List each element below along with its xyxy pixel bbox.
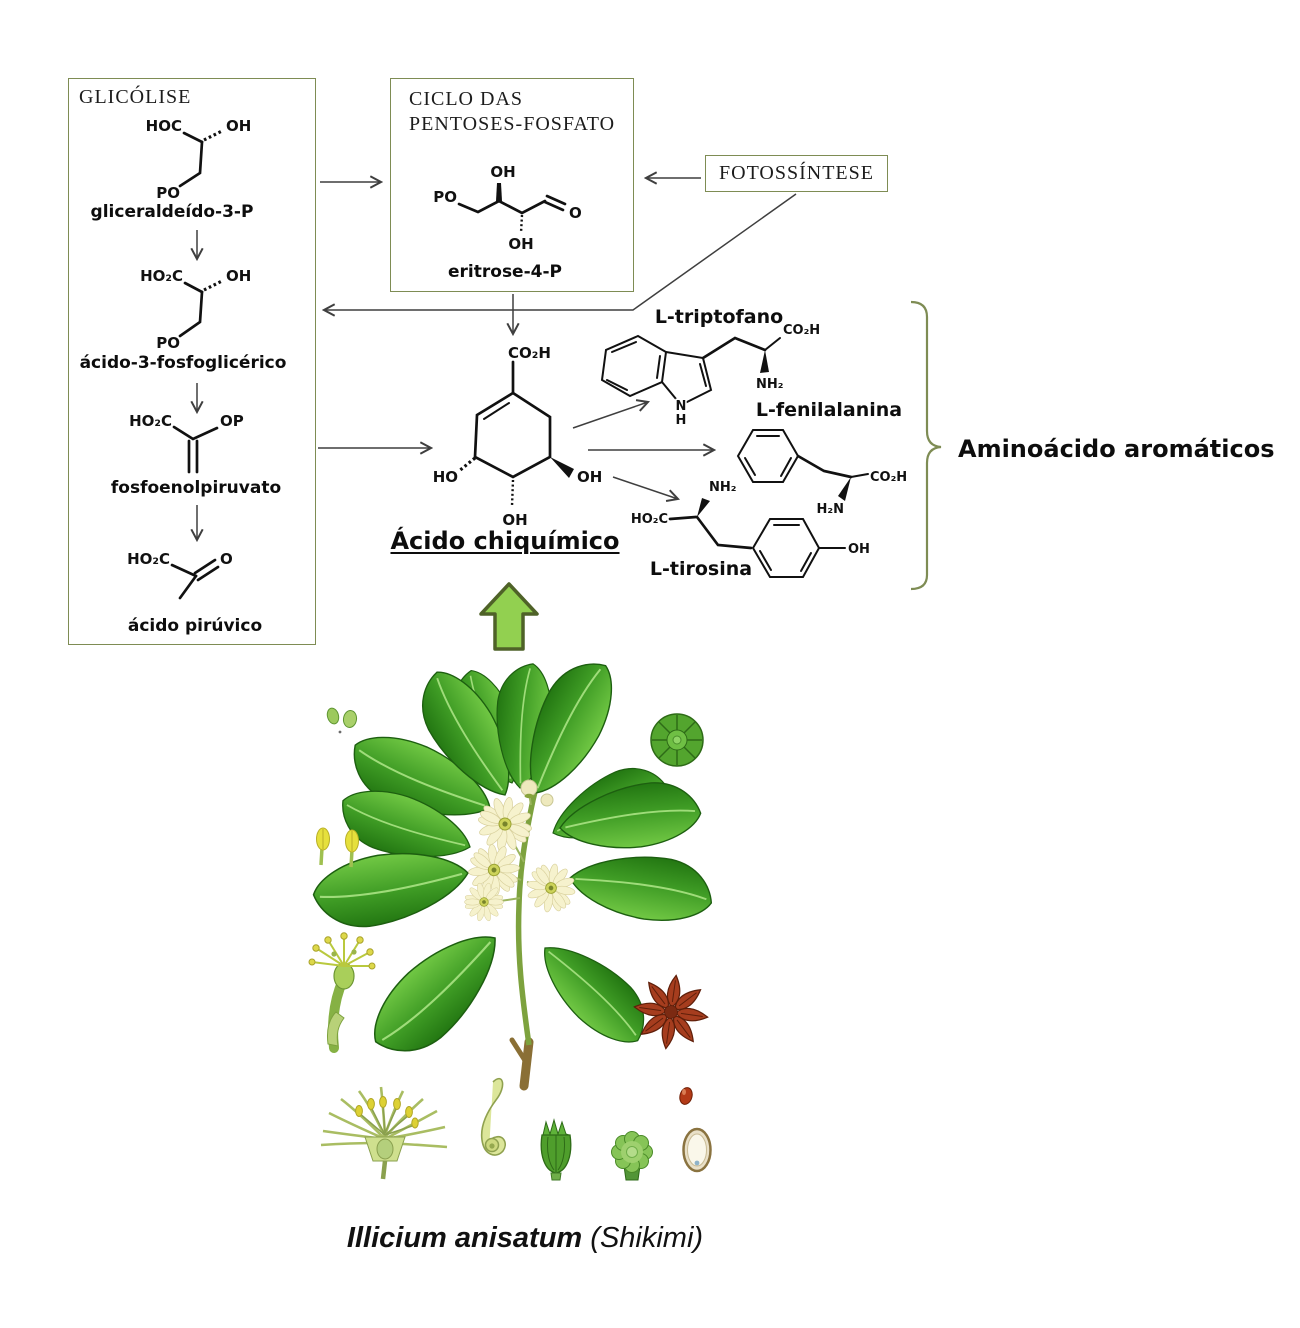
shikimic-acid-label: Ácido chiquímico	[390, 527, 620, 555]
phosphoglycerate-structure: HO₂C OH PO	[139, 266, 253, 354]
erythrose-label: eritrose-4-P	[448, 262, 562, 282]
rosette-figure	[611, 1131, 653, 1181]
pathway-arrows	[190, 171, 797, 543]
glyceraldehyde-3p-structure: HOC OH PO	[144, 116, 253, 204]
flower-bud	[520, 779, 538, 797]
atom-label: HO₂C	[127, 550, 170, 568]
atom-label: OH	[490, 163, 515, 181]
arrow-shikimic-to-tyrosine	[612, 476, 681, 502]
g3p-label: gliceraldeído-3-P	[90, 202, 254, 222]
atom-label: H₂N	[817, 502, 844, 517]
atom-label: OH	[508, 235, 533, 253]
atom-label: O	[220, 550, 233, 568]
green-up-arrow	[479, 582, 539, 651]
atom-label: OP	[220, 412, 244, 430]
atom-label: OH	[502, 511, 527, 529]
apg-label: ácido-3-fosfoglicérico	[79, 353, 287, 373]
dissected-flower-figure	[320, 1086, 448, 1180]
atom-label: H	[676, 413, 687, 428]
atom-label: N	[676, 399, 687, 414]
atom-label: OH	[848, 542, 870, 557]
bud-stalk-figure	[308, 932, 376, 1053]
atom-label: O	[569, 204, 582, 222]
aromatic-bracket	[910, 300, 942, 591]
atom-label: HO₂C	[140, 267, 183, 285]
carpel-figure	[480, 1077, 506, 1156]
atom-label: CO₂H	[783, 323, 820, 338]
star-anise-figure	[632, 973, 710, 1051]
seed-section-figure	[682, 1127, 712, 1173]
phenylalanine-label: L-fenilalanina	[755, 399, 903, 421]
red-seed-figure	[679, 1087, 693, 1105]
glycolysis-box: GLICÓLISE	[68, 78, 316, 645]
stamens-figure	[316, 827, 359, 868]
shikimic-acid-structure: CO₂H HO OH OH	[431, 343, 604, 531]
glycolysis-title: GLICÓLISE	[79, 86, 192, 108]
atom-label: OH	[226, 117, 251, 135]
atom-label: CO₂H	[508, 344, 551, 362]
flower-bud	[540, 793, 554, 807]
atom-label: HO₂C	[129, 412, 172, 430]
species-name: Illicium anisatum	[346, 1222, 583, 1254]
plant-caption: Illicium anisatum (Shikimi)	[347, 1222, 703, 1255]
atom-label: OH	[226, 267, 251, 285]
arrow-photosynthesis-to-glycolysis	[321, 193, 797, 317]
atom-label: HO	[433, 468, 458, 486]
tyrosine-label: L-tirosina	[649, 558, 753, 580]
pentose-title-line1: CICLO DAS	[409, 88, 524, 110]
atom-label: PO	[156, 334, 180, 352]
atom-label: NH₂	[756, 377, 783, 392]
pentose-box: CICLO DAS PENTOSES-FOSFATO	[390, 78, 634, 292]
capsule-figure	[540, 1118, 572, 1181]
aromatic-amino-acids-label: Aminoácido aromáticos	[958, 435, 1275, 463]
tyrosine-structure: HO₂C NH₂ OH	[629, 479, 871, 578]
pyruvate-label: ácido pirúvico	[127, 616, 263, 636]
atom-label: PO	[156, 184, 180, 202]
atom-label: CO₂H	[870, 470, 907, 485]
photosynthesis-box: FOTOSSÍNTESE	[705, 155, 888, 192]
pep-structure: HO₂C OP	[128, 411, 245, 474]
common-name: (Shikimi)	[590, 1222, 704, 1254]
arrow-shikimic-to-tryptophan	[572, 399, 651, 429]
atom-label: PO	[433, 188, 457, 206]
atom-label: HOC	[146, 117, 182, 135]
tryptophan-label: L-triptofano	[654, 306, 784, 328]
seed-pair-figure	[326, 707, 358, 734]
green-fruit-top-figure	[650, 713, 704, 767]
atom-label: OH	[577, 468, 602, 486]
plant-illustration	[308, 647, 719, 1181]
pyruvate-structure: HO₂C O	[126, 549, 234, 600]
flower-cluster	[459, 779, 586, 927]
tryptophan-structure: N H CO₂H NH₂	[600, 322, 822, 430]
photosynthesis-title: FOTOSSÍNTESE	[719, 162, 874, 184]
erythrose-4p-structure: PO OH OH O	[432, 162, 584, 255]
pep-label: fosfoenolpiruvato	[110, 478, 282, 498]
pentose-title-line2: PENTOSES-FOSFATO	[409, 113, 616, 135]
atom-label: NH₂	[709, 480, 736, 495]
atom-label: HO₂C	[631, 512, 668, 527]
phenylalanine-structure: CO₂H H₂N	[736, 429, 909, 519]
